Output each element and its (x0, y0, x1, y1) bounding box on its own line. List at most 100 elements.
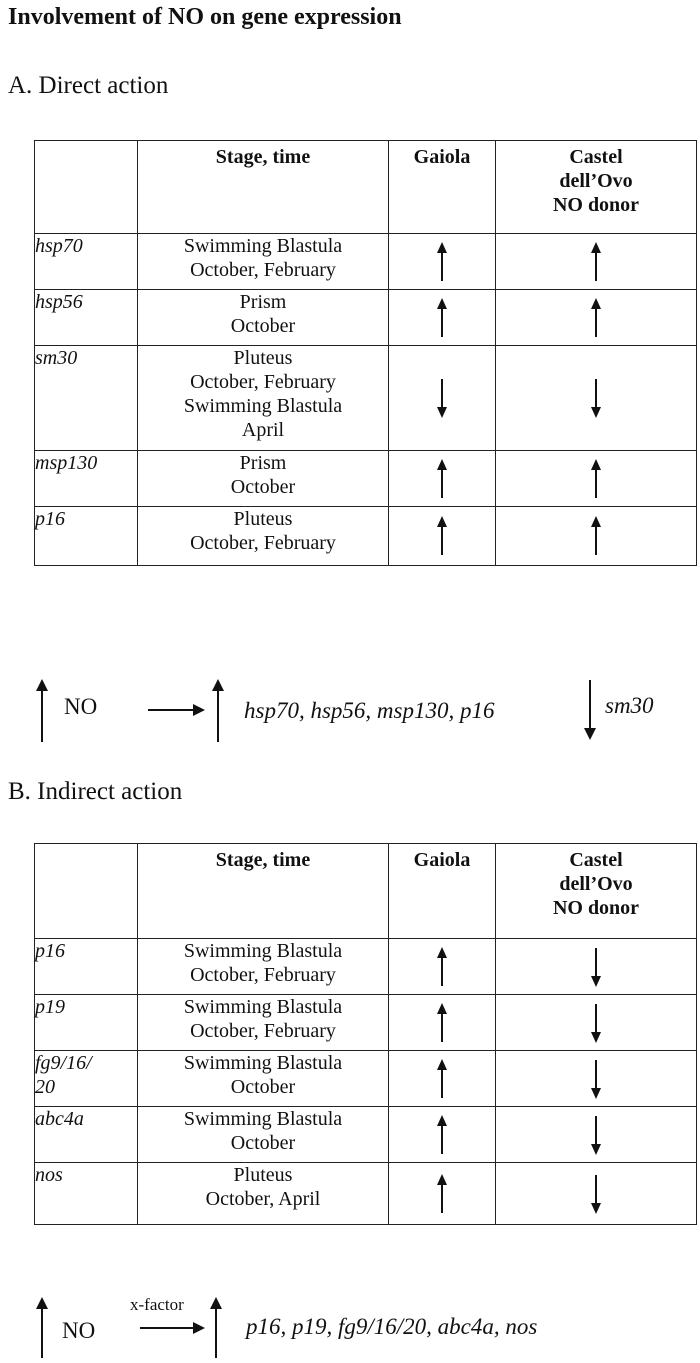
stage-time-line: October (230, 315, 296, 337)
castel-column-header: Castel dell’Ovo NO donor (495, 140, 697, 234)
stage-time-line: Swimming Blastula (183, 1052, 343, 1074)
genes-down-arrow-icon (584, 680, 596, 740)
gene-name-cell: sm30 (34, 345, 138, 451)
table-header-row: Stage, time Gaiola Castel dell’Ovo NO do… (34, 140, 697, 234)
summary-b-up-genes: p16, p19, fg9/16/20, abc4a, nos (246, 1314, 538, 1339)
gaiola-effect-cell (388, 289, 496, 346)
stage-time-line: October (230, 1076, 296, 1098)
stage-time-line: Prism (239, 452, 287, 474)
stage-time-line: Pluteus (233, 508, 293, 530)
stage-time-line: Swimming Blastula (183, 940, 343, 962)
up-arrow-icon (437, 241, 447, 281)
stage-time-line: Swimming Blastula (183, 996, 343, 1018)
up-arrow-icon (437, 1114, 447, 1154)
castel-header-line: Castel (569, 146, 623, 168)
gene-name-cell: p16 (34, 506, 138, 566)
gene-name-cell: abc4a (34, 1106, 138, 1163)
gene-name-cell: fg9/16/ 20 (34, 1050, 138, 1107)
gene-name-cell: p16 (34, 938, 138, 995)
up-arrow-icon (437, 1002, 447, 1042)
down-arrow-icon (591, 947, 601, 987)
gaiola-effect-cell (388, 1050, 496, 1107)
stage-time-line: October, February (190, 532, 336, 554)
genes-up-arrow-icon (212, 679, 224, 742)
summary-a-down-genes: sm30 (605, 693, 654, 718)
page-title: Involvement of NO on gene expression (8, 4, 402, 30)
section-a-heading: A. Direct action (8, 72, 169, 99)
right-arrow-icon (148, 704, 205, 716)
stage-time-line: October, February (190, 371, 336, 393)
up-arrow-icon (591, 241, 601, 281)
down-arrow-icon (591, 379, 601, 418)
up-arrow-icon (437, 1058, 447, 1098)
summary-b-arrow-label: x-factor (130, 1295, 184, 1314)
castel-effect-cell (495, 1050, 697, 1107)
castel-effect-cell (495, 506, 697, 566)
genes-up-arrow-icon (210, 1297, 222, 1358)
up-arrow-icon (437, 516, 447, 555)
stage-time-line: October, April (205, 1188, 321, 1210)
direct-action-table: Stage, time Gaiola Castel dell’Ovo NO do… (34, 140, 697, 566)
castel-effect-cell (495, 1106, 697, 1163)
right-arrow-icon (140, 1322, 205, 1334)
gaiola-effect-cell (388, 1106, 496, 1163)
gaiola-column-header: Gaiola (388, 843, 496, 939)
down-arrow-icon (591, 1115, 601, 1155)
castel-header-line: dell’Ovo (559, 873, 633, 895)
no-increase-arrow-icon (36, 679, 48, 742)
up-arrow-icon (591, 516, 601, 555)
stage-time-line: April (241, 419, 285, 441)
stage-column-header: Stage, time (137, 843, 389, 939)
up-arrow-icon (437, 297, 447, 337)
gaiola-effect-cell (388, 506, 496, 566)
summary-a-no-label: NO (64, 694, 98, 719)
down-arrow-icon (591, 1174, 601, 1214)
stage-time-line: Prism (239, 291, 287, 313)
stage-time-line: Swimming Blastula (183, 1108, 343, 1130)
gaiola-effect-cell (388, 345, 496, 451)
gene-name-cell: hsp70 (34, 233, 138, 290)
indirect-action-table: Stage, time Gaiola Castel dell’Ovo NO do… (34, 843, 697, 1225)
gene-name-cell: p19 (34, 994, 138, 1051)
stage-time-line: Swimming Blastula (183, 235, 343, 257)
gene-name-cell: hsp56 (34, 289, 138, 346)
gene-column-header (34, 140, 138, 234)
section-b-heading: B. Indirect action (8, 778, 183, 805)
gene-column-header (34, 843, 138, 939)
stage-time-line: Pluteus (233, 1164, 293, 1186)
gaiola-effect-cell (388, 938, 496, 995)
castel-effect-cell (495, 233, 697, 290)
summary-b-no-label: NO (62, 1318, 96, 1343)
castel-header-line: NO donor (552, 194, 640, 216)
up-arrow-icon (591, 297, 601, 337)
gaiola-effect-cell (388, 233, 496, 290)
summary-a-up-genes: hsp70, hsp56, msp130, p16 (244, 698, 495, 723)
stage-time-line: October, February (190, 259, 336, 281)
up-arrow-icon (437, 946, 447, 986)
castel-effect-cell (495, 345, 697, 451)
up-arrow-icon (437, 458, 447, 498)
stage-time-line: Swimming Blastula (183, 395, 343, 417)
down-arrow-icon (591, 1003, 601, 1043)
down-arrow-icon (437, 379, 447, 418)
stage-time-line: Pluteus (233, 347, 293, 369)
castel-effect-cell (495, 994, 697, 1051)
castel-column-header: Castel dell’Ovo NO donor (495, 843, 697, 939)
